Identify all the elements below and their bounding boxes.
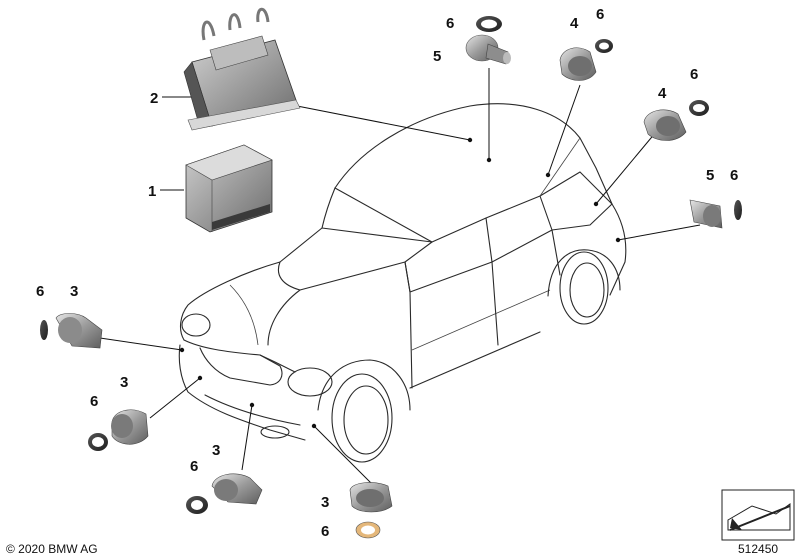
callout-4-lower: 4 [658,85,667,102]
seal-ring-6-upper-right[interactable] [595,39,613,53]
seal-ring-6-top[interactable] [476,16,502,32]
part-1-control-unit[interactable] [185,144,273,233]
callout-numbers: 1 2 6 5 4 6 4 6 5 6 6 3 3 6 3 6 3 [36,6,738,511]
callout-6-mid-left: 6 [90,393,98,410]
callout-4-upper: 4 [570,15,579,32]
callout-3-bottom-center: 3 [321,494,329,511]
callout-3-mid-left: 3 [120,374,128,391]
sensor-3-bottom[interactable] [211,473,263,505]
callout-6-bottom: 6 [190,458,198,475]
copyright-text: © 2020 BMW AG [6,542,98,556]
sensor-5-right[interactable] [689,199,723,229]
callout-6-upper-right: 6 [596,6,604,23]
callout-3-left: 3 [70,283,78,300]
callout-1: 1 [148,183,156,200]
callout-5-top: 5 [433,48,441,65]
sensor-3-bottom-center[interactable] [349,482,393,513]
seal-ring-6-bottom[interactable] [186,496,208,514]
sensor-5-top[interactable] [465,34,511,65]
seal-ring-6-far-right[interactable] [734,200,742,220]
seal-ring-6-bottom-center[interactable] [355,521,381,539]
diagram-id: 512450 [738,542,779,556]
callout-3-bottom: 3 [212,442,220,459]
callout-6-left: 6 [36,283,44,300]
sensor-3-left[interactable] [55,313,103,349]
car-outline [178,103,627,463]
callout-6-far-right: 6 [730,167,738,184]
sensor-4-lower[interactable] [643,109,687,141]
sensor-3-mid-left[interactable] [111,409,149,445]
callout-5-right: 5 [706,167,714,184]
callout-6-top: 6 [446,15,454,32]
leader-lines [99,68,701,489]
part-2-module-bracket[interactable] [183,7,301,131]
catalog-arrow-icon [721,489,795,541]
callout-6-right: 6 [690,66,698,83]
seal-ring-6-left[interactable] [40,320,48,340]
callout-2: 2 [150,90,158,107]
seal-ring-6-right[interactable] [689,100,709,116]
callout-6-bottom-center: 6 [321,523,329,540]
sensor-4-upper[interactable] [559,47,597,81]
seal-ring-6-mid-left[interactable] [88,433,108,451]
